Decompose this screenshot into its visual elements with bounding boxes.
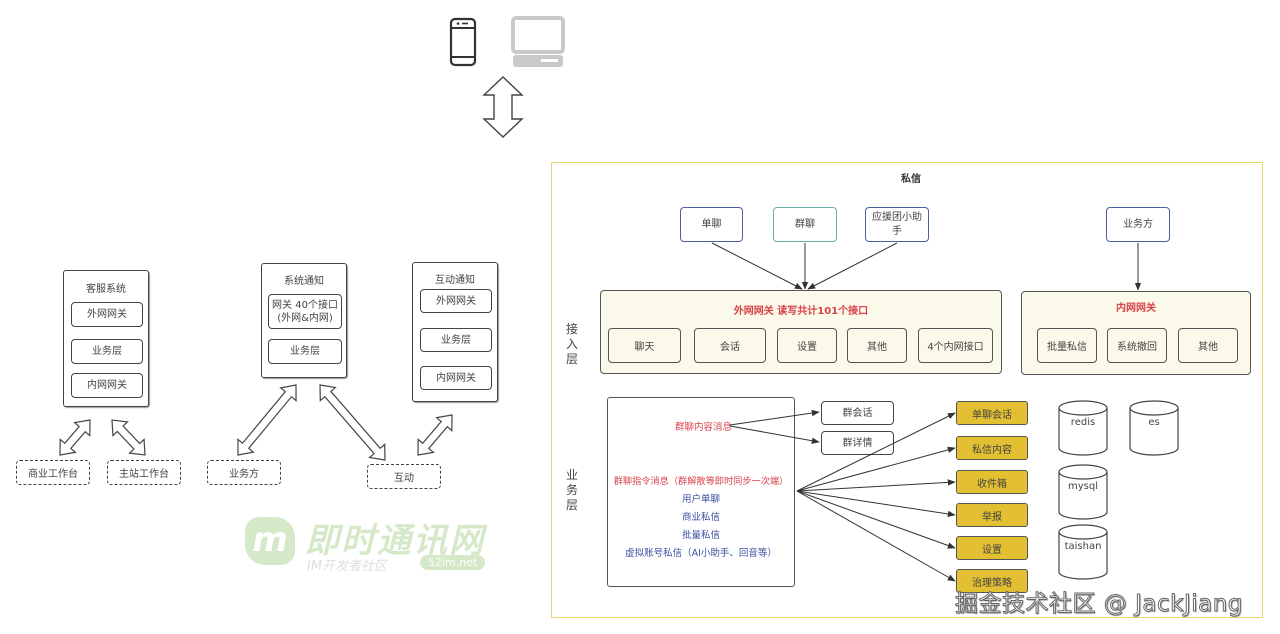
group-chat-source: 群聊 <box>773 207 837 242</box>
internal-gateway-box: 内网网关 <box>71 373 143 398</box>
module-other: 其他 <box>847 328 907 363</box>
commercial-workbench: 商业工作台 <box>16 460 90 485</box>
business-layer-box: 业务层 <box>71 339 143 364</box>
internal-gateway-title: 内网网关 <box>1116 303 1156 314</box>
mysql-label: mysql <box>1068 481 1098 492</box>
group-content-message: 群聊内容消息 <box>675 422 733 433</box>
fan-assistant-source: 应援团小助 手 <box>865 207 929 242</box>
business-layer-box: 业务层 <box>420 328 492 352</box>
governance-policy-store: 治理策略 <box>956 569 1028 593</box>
bidirectional-arrow-icon <box>482 75 524 139</box>
commercial-private-message: 商业私信 <box>681 512 720 523</box>
arrow-cs-commercial <box>59 419 91 456</box>
module-internal-interfaces: 4个内网接口 <box>918 328 993 363</box>
access-layer-label: 接 入 层 <box>565 322 578 366</box>
business-layer-box: 业务层 <box>268 339 342 364</box>
taishan-label: taishan <box>1064 541 1102 552</box>
system-notice-system: 系统通知 网关 40个接口 (外网&内网) 业务层 <box>261 263 347 378</box>
single-chat-session-store: 单聊会话 <box>956 401 1028 425</box>
im-watermark: m 即时通讯网 IM开发者社区 52im.net <box>245 515 505 575</box>
business-party-source: 业务方 <box>1106 207 1170 242</box>
im-watermark-title: 即时通讯网 <box>305 521 485 561</box>
mysql-database-icon: mysql <box>1058 464 1108 520</box>
external-gateway-title: 外网网关 读写共计101个接口 <box>733 306 869 317</box>
gateway-40-interfaces-box: 网关 40个接口 (外网&内网) <box>268 294 342 329</box>
report-store: 举报 <box>956 503 1028 527</box>
taishan-database-icon: taishan <box>1058 524 1108 580</box>
arrow-cs-mainsite <box>111 419 146 456</box>
desktop-computer-icon <box>511 16 565 69</box>
module-settings: 设置 <box>777 328 837 363</box>
user-single-chat: 用户单聊 <box>681 494 720 505</box>
juejin-watermark: 掘金技术社区 @ JackJiang <box>955 591 1243 618</box>
customer-service-system: 客服系统 外网网关 业务层 内网网关 <box>63 270 149 407</box>
business-layer-label: 业 务 层 <box>565 468 578 512</box>
mobile-phone-icon <box>449 17 477 67</box>
es-database-icon: es <box>1129 400 1179 456</box>
arrow-interaction <box>417 414 453 456</box>
inbox-store: 收件箱 <box>956 470 1028 494</box>
group-detail-box: 群详情 <box>821 431 894 455</box>
group-session-box: 群会话 <box>821 401 894 425</box>
module-system-recall: 系统撤回 <box>1107 328 1167 363</box>
module-chat: 聊天 <box>608 328 681 363</box>
batch-private-message: 批量私信 <box>681 530 720 541</box>
interaction-client: 互动 <box>367 464 441 489</box>
private-content-store: 私信内容 <box>956 436 1028 460</box>
interaction-notice-title: 互动通知 <box>435 275 475 286</box>
im-logo-icon: m <box>245 517 295 565</box>
system-notice-title: 系统通知 <box>284 276 324 287</box>
external-gateway-box: 外网网关 <box>71 302 143 327</box>
es-label: es <box>1148 417 1160 428</box>
single-chat-source: 单聊 <box>680 207 743 242</box>
interaction-notice-system: 互动通知 外网网关 业务层 内网网关 <box>412 262 498 402</box>
redis-label: redis <box>1070 417 1096 428</box>
group-command-message: 群聊指令消息（群解散等即时同步一次端） <box>613 476 789 487</box>
settings-store: 设置 <box>956 536 1028 560</box>
arrow-notice-interaction <box>319 384 386 461</box>
im-watermark-badge: 52im.net <box>420 555 486 570</box>
module-session: 会话 <box>694 328 766 363</box>
internal-gateway-box: 内网网关 <box>420 366 492 390</box>
module-batch-message: 批量私信 <box>1037 328 1097 363</box>
im-watermark-subtitle: IM开发者社区 <box>307 559 388 574</box>
external-gateway-box: 外网网关 <box>420 289 492 313</box>
module-other-internal: 其他 <box>1178 328 1238 363</box>
redis-database-icon: redis <box>1058 400 1108 456</box>
virtual-account-message: 虚拟账号私信（AI小助手、回音等） <box>625 548 777 559</box>
private-message-title: 私信 <box>901 174 921 185</box>
main-site-workbench: 主站工作台 <box>107 460 181 485</box>
arrow-notice-business <box>237 384 297 456</box>
customer-service-title: 客服系统 <box>86 284 126 295</box>
business-party-client: 业务方 <box>207 460 281 485</box>
